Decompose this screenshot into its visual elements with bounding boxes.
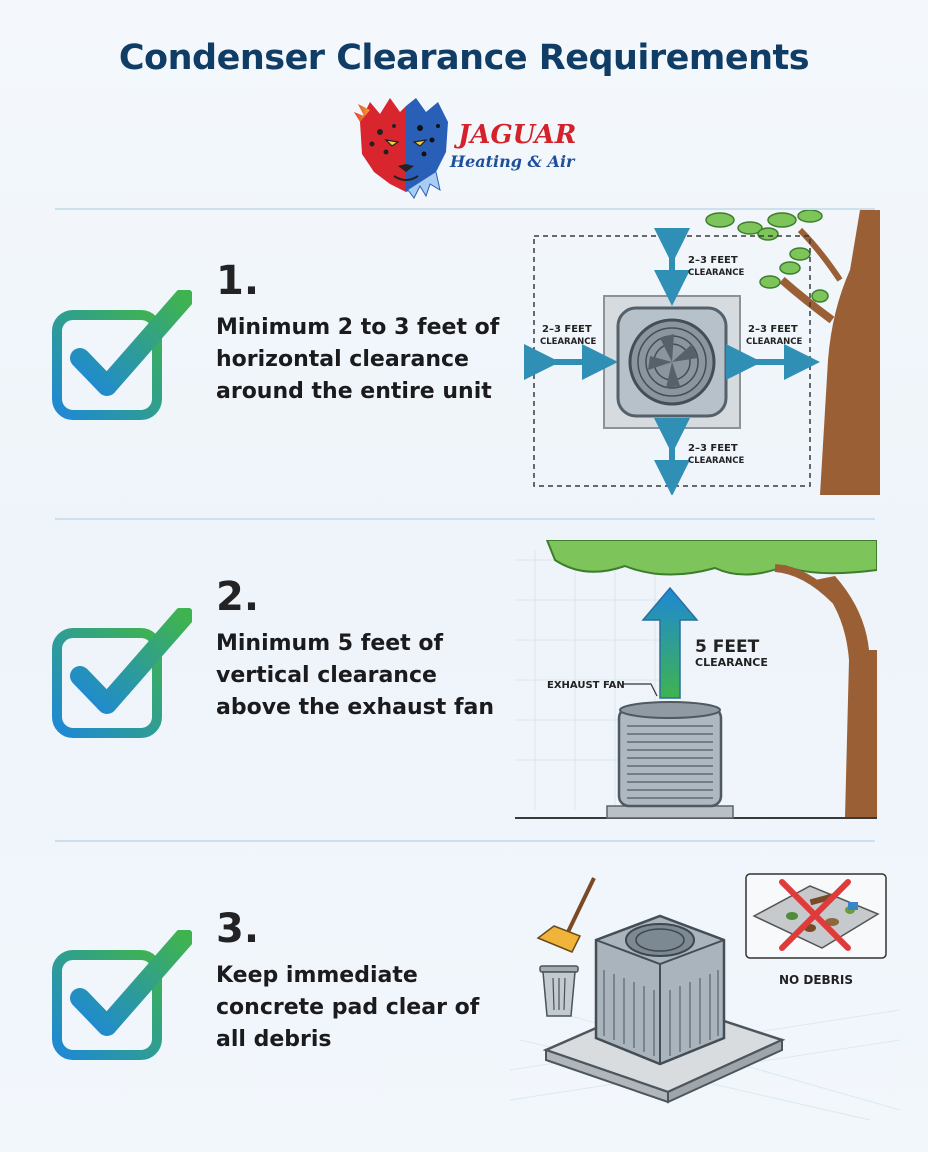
step-number: 2. [216,574,260,620]
step-number: 3. [216,906,260,952]
label-left-clearance: CLEARANCE [540,337,597,347]
debris-free-pad-illustration: NO DEBRIS [510,873,900,1120]
jaguar-head-icon [354,98,448,199]
page-title: Condenser Clearance Requirements [118,38,810,78]
leaves-icon [705,210,829,303]
divider [55,518,875,520]
trash-can-icon [539,965,579,1017]
divider [55,840,875,842]
jaguar-logo: JAGUAR Heating & Air [350,92,590,202]
label-top-distance: 2–3 FEET [688,255,738,266]
no-debris-label: NO DEBRIS [779,973,853,987]
vertical-clearance-illustration: EXHAUST FAN 5 FEET CLEARANCE [515,540,877,819]
label-top-clearance: CLEARANCE [688,268,745,278]
logo-tagline: Heating & Air [450,152,575,171]
label-right-distance: 2–3 FEET [748,324,798,335]
broom-icon [536,877,596,953]
checkmark-icon [52,290,192,420]
up-arrow-icon [641,586,699,699]
tree-canopy-icon [545,540,877,576]
checkmark-icon [52,608,192,738]
label-left-distance: 2–3 FEET [542,324,592,335]
logo-name: JAGUAR [458,120,577,150]
step-description: Minimum 5 feet of vertical clearance abo… [216,631,495,720]
label-bottom-clearance: CLEARANCE [688,456,745,466]
step-description: Keep immediate concrete pad clear of all… [216,963,480,1052]
distance-label: 5 FEET [695,637,760,657]
horizontal-clearance-illustration: 2–3 FEET CLEARANCE 2–3 FEET CLEARANCE 2–… [524,210,880,495]
exhaust-fan-label: EXHAUST FAN [547,680,625,691]
tree-trunk-icon [820,210,880,495]
step-description: Minimum 2 to 3 feet of horizontal cleara… [216,315,500,404]
label-bottom-distance: 2–3 FEET [688,443,738,454]
checkmark-icon [52,930,192,1060]
condenser-unit-icon [617,706,723,808]
label-right-clearance: CLEARANCE [746,337,803,347]
divider [55,208,875,210]
x-mark-icon [779,879,851,951]
step-number: 1. [216,258,260,304]
tree-trunk-icon [815,576,877,818]
clearance-label: CLEARANCE [695,656,768,669]
